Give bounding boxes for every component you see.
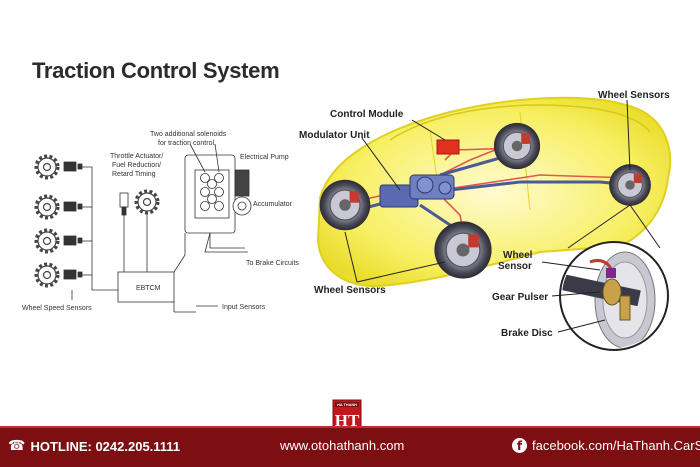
solenoid-note-line1: Two additional solenoids xyxy=(150,131,227,138)
gear-icon xyxy=(34,262,60,288)
facebook-icon: f xyxy=(512,438,527,453)
brake-circuits-label: To Brake Circuits xyxy=(246,260,299,267)
logo-text: HT xyxy=(335,411,360,430)
gear-icon xyxy=(34,154,60,180)
brake-disc-label: Brake Disc xyxy=(501,328,553,339)
facebook-text: facebook.com/HaThanh.CarSpa xyxy=(532,438,700,453)
wheel-speed-sensors-label: Wheel Speed Sensors xyxy=(22,305,92,312)
wheel-icon xyxy=(608,163,652,207)
solenoid-note-line2: for traction control. xyxy=(158,140,216,147)
gear-icon xyxy=(134,189,160,215)
car-diagram xyxy=(316,96,672,351)
wheel-sensor-label-2: Sensor xyxy=(498,261,532,272)
website-link[interactable]: www.otohathanh.com xyxy=(280,438,405,453)
footer-stripe xyxy=(0,426,700,428)
input-sensors-label: Input Sensors xyxy=(222,304,266,311)
wheel-icon xyxy=(319,179,371,231)
wheel-sensors-bottom-label: Wheel Sensors xyxy=(314,285,386,296)
footer-bar: ☎ HOTLINE: 0242.205.1111 www.otohathanh.… xyxy=(0,426,700,467)
control-module-label: Control Module xyxy=(330,109,404,120)
left-schematic xyxy=(34,143,252,313)
wheel-sensors-top-label: Wheel Sensors xyxy=(598,90,670,101)
gear-icon xyxy=(34,194,60,220)
wheel-icon xyxy=(493,122,541,170)
throttle-label-1: Throttle Actuator/ xyxy=(110,153,163,160)
facebook-link[interactable]: f facebook.com/HaThanh.CarSpa xyxy=(512,438,700,453)
wheel-icon xyxy=(433,220,493,280)
accumulator-label: Accumulator xyxy=(253,201,293,208)
modulator-unit-label: Modulator Unit xyxy=(299,130,370,141)
electrical-pump-label: Electrical Pump xyxy=(240,154,289,161)
control-module-box xyxy=(436,139,460,155)
hotline-text: HOTLINE: 0242.205.1111 xyxy=(30,438,181,454)
car-body xyxy=(316,96,672,288)
wheel-sensor-label-1: Wheel xyxy=(503,250,533,261)
gear-icon xyxy=(34,228,60,254)
throttle-label-3: Retard Timing xyxy=(112,171,156,178)
page-title: Traction Control System xyxy=(32,58,280,83)
throttle-label-2: Fuel Reduction/ xyxy=(112,162,161,169)
ebtcm-label: EBTCM xyxy=(136,285,161,292)
phone-icon: ☎ xyxy=(8,438,26,454)
logo-subtext: HA THANH xyxy=(337,403,357,407)
hotline[interactable]: ☎ HOTLINE: 0242.205.1111 xyxy=(8,438,180,454)
diagram-canvas: Two additional solenoids for traction co… xyxy=(22,90,672,351)
gear-pulser-label: Gear Pulser xyxy=(492,292,548,303)
